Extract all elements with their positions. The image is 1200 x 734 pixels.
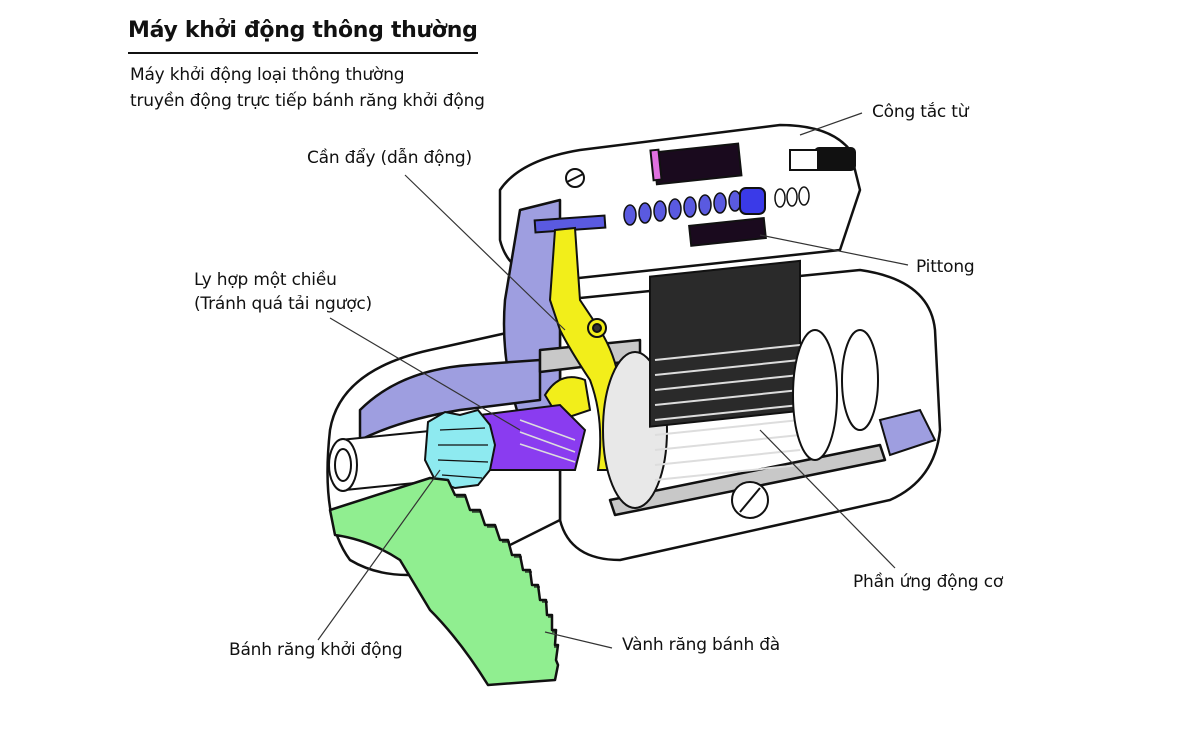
leader-plunger bbox=[759, 234, 909, 266]
subtitle-line-1: Máy khởi động loại thông thường bbox=[130, 65, 405, 85]
label-drive-lever: Cần đẩy (dẫn động) bbox=[307, 148, 472, 168]
label-armature: Phần ứng động cơ bbox=[853, 572, 1004, 592]
output-shaft bbox=[328, 428, 447, 492]
armature bbox=[602, 259, 937, 519]
starter-housing bbox=[326, 123, 942, 577]
label-pinion-gear: Bánh răng khởi động bbox=[229, 640, 403, 660]
leader-lines bbox=[317, 112, 909, 649]
one-way-clutch bbox=[478, 403, 587, 471]
plunger bbox=[739, 187, 766, 215]
label-magnetic-switch: Công tắc từ bbox=[872, 102, 969, 122]
flywheel-ring-gear bbox=[328, 476, 560, 687]
subtitle-line-2: truyền động trực tiếp bánh răng khởi độn… bbox=[130, 91, 485, 111]
leader-ring-gear bbox=[544, 631, 613, 649]
label-ring-gear: Vành răng bánh đà bbox=[622, 635, 781, 655]
label-plunger: Pittong bbox=[916, 257, 975, 277]
diagram-subtitle: Máy khởi động loại thông thường truyền đ… bbox=[130, 62, 485, 114]
plunger-spring bbox=[623, 190, 742, 226]
pinion-gear bbox=[423, 408, 497, 490]
leader-armature bbox=[759, 429, 896, 569]
label-one-way-clutch: Ly hợp một chiều (Tránh quá tải ngược) bbox=[194, 268, 372, 316]
leader-magnetic-switch bbox=[799, 112, 863, 136]
magnetic-switch-solenoid bbox=[565, 142, 856, 247]
title-underline bbox=[128, 52, 478, 54]
label-one-way-clutch-line-1: Ly hợp một chiều bbox=[194, 270, 337, 290]
leader-one-way-clutch bbox=[329, 317, 521, 431]
label-one-way-clutch-line-2: (Tránh quá tải ngược) bbox=[194, 294, 372, 314]
leader-drive-lever bbox=[404, 174, 566, 331]
leader-pinion-gear bbox=[317, 469, 441, 641]
diagram-title: Máy khởi động thông thường bbox=[128, 18, 478, 43]
